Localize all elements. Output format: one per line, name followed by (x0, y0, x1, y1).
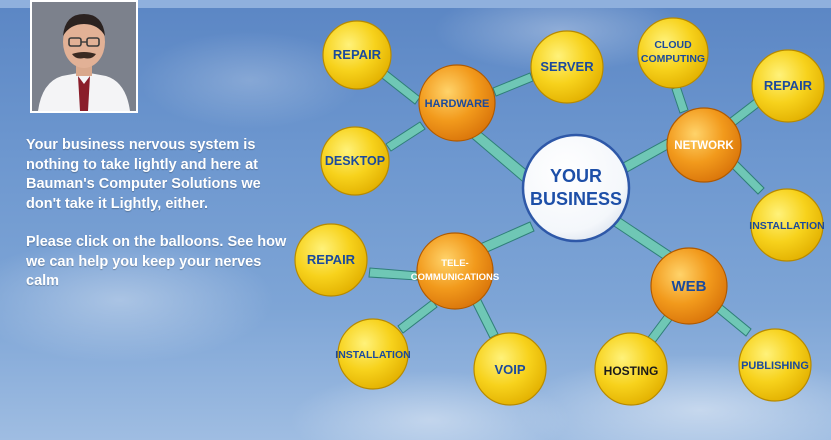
balloon-desktop-label: DESKTOP (325, 154, 385, 168)
balloon-hardware-repair-label: REPAIR (333, 47, 382, 62)
balloon-voip-label: VOIP (494, 362, 525, 377)
balloon-hardware-repair[interactable]: REPAIR (322, 20, 392, 90)
intro-paragraph-2: Please click on the balloons. See how we… (26, 234, 287, 289)
balloon-cloud-line-2: COMPUTING (641, 53, 705, 65)
balloon-telecom-line-1: TELE- (441, 258, 468, 269)
balloon-network-label: NETWORK (674, 140, 734, 152)
portrait-illustration (32, 2, 136, 111)
balloon-telecommunications[interactable]: TELE- COMMUNICATIONS (411, 232, 499, 310)
balloon-network-installation-label: INSTALLATION (749, 220, 824, 232)
balloon-hardware[interactable]: HARDWARE (418, 64, 496, 142)
balloon-network-installation[interactable]: INSTALLATION (749, 188, 825, 262)
top-strip (0, 0, 831, 8)
balloon-hosting[interactable]: HOSTING (594, 332, 668, 406)
balloon-cloud-line-1: CLOUD (654, 39, 692, 51)
balloon-web[interactable]: WEB (650, 247, 728, 325)
balloon-publishing[interactable]: PUBLISHING (738, 328, 812, 402)
balloon-network-repair[interactable]: REPAIR (751, 49, 825, 123)
balloon-your-business[interactable]: YOUR BUSINESS (521, 133, 631, 243)
connector-lines (368, 70, 765, 346)
intro-text: Your business nervous system is nothing … (26, 136, 296, 311)
balloon-publishing-label: PUBLISHING (741, 360, 809, 372)
balloon-center-line-2: BUSINESS (530, 189, 622, 209)
balloon-hardware-label: HARDWARE (425, 98, 490, 110)
balloon-network[interactable]: NETWORK (666, 107, 742, 183)
balloon-telecom-installation-label: INSTALLATION (335, 349, 410, 361)
balloon-server[interactable]: SERVER (530, 30, 604, 104)
intro-paragraph-1: Your business nervous system is nothing … (26, 137, 261, 212)
balloon-hosting-label: HOSTING (604, 364, 659, 378)
balloon-voip[interactable]: VOIP (473, 332, 547, 406)
balloon-telecom-repair-label: REPAIR (307, 252, 356, 267)
balloon-server-label: SERVER (540, 59, 594, 74)
balloon-telecom-repair[interactable]: REPAIR (294, 223, 368, 297)
balloon-network-repair-label: REPAIR (764, 78, 813, 93)
balloon-cloud-computing[interactable]: CLOUD COMPUTING (637, 17, 709, 89)
balloon-desktop[interactable]: DESKTOP (320, 126, 390, 196)
balloon-telecom-installation[interactable]: INSTALLATION (335, 318, 411, 390)
balloon-web-label: WEB (672, 278, 707, 295)
owner-photo (30, 0, 138, 113)
balloon-center-line-1: YOUR (550, 166, 602, 186)
balloon-telecom-line-2: COMMUNICATIONS (411, 272, 499, 283)
